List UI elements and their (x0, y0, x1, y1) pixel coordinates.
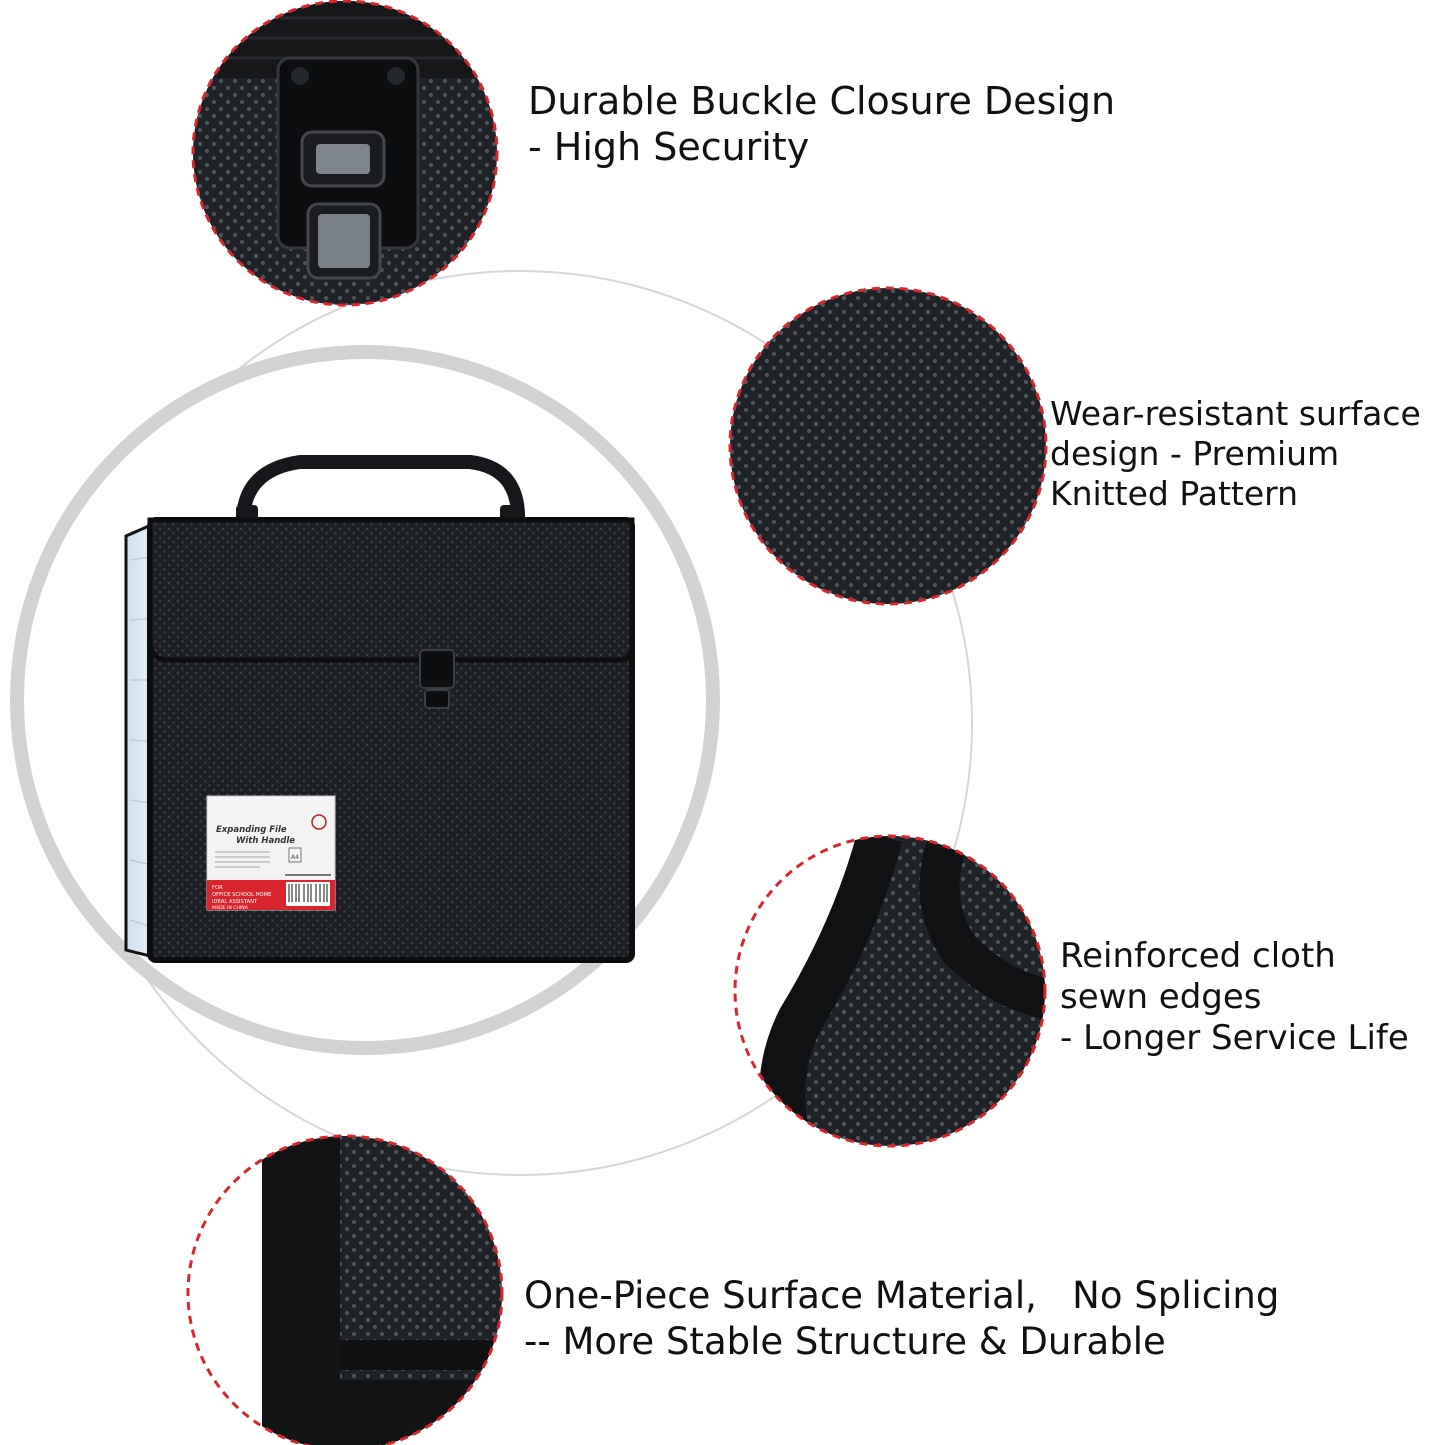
feature-edges-text: Reinforced cloth sewn edges - Longer Ser… (1060, 936, 1409, 1059)
feature-material-line1: One-Piece Surface Material, No Splicing (524, 1274, 1280, 1317)
label-title-line1: Expanding File (216, 825, 287, 835)
feature-material-line2: -- More Stable Structure & Durable (524, 1320, 1166, 1363)
label-title-line2: With Handle (236, 836, 295, 846)
main-buckle (419, 649, 455, 689)
detail-edges-closeup (733, 834, 1047, 1148)
label-footer-line3: IDEAL ASSISTANT (212, 899, 258, 905)
detail-material-closeup (186, 1134, 504, 1445)
label-made-in: MADE IN CHINA (212, 905, 249, 911)
expanding-file-product: Expanding File With Handle A4 FOR OFFICE… (124, 455, 635, 963)
file-flap (147, 517, 635, 663)
feature-surface-text: Wear-resistant surface design - Premium … (1050, 394, 1421, 514)
label-footer-line2: OFFICE SCHOOL HOME (212, 892, 271, 898)
feature-surface-line1: Wear-resistant surface (1050, 394, 1421, 433)
detail-buckle-closeup (191, 0, 499, 307)
feature-buckle-text: Durable Buckle Closure Design - High Sec… (528, 78, 1115, 170)
feature-surface-line3: Knitted Pattern (1050, 474, 1299, 513)
feature-edges-line2: sewn edges (1060, 977, 1262, 1017)
label-footer-line1: FOR (212, 885, 223, 891)
feature-surface-line2: design - Premium (1050, 434, 1340, 473)
feature-edges-line3: - Longer Service Life (1060, 1018, 1409, 1058)
product-label: Expanding File With Handle A4 FOR OFFICE… (206, 795, 336, 911)
feature-buckle-line2: - High Security (528, 125, 810, 169)
detail-surface-closeup (728, 286, 1048, 606)
feature-buckle-line1: Durable Buckle Closure Design (528, 79, 1116, 123)
feature-edges-line1: Reinforced cloth (1060, 936, 1336, 976)
handle (236, 455, 526, 529)
label-size: A4 (291, 854, 299, 861)
feature-material-text: One-Piece Surface Material, No Splicing … (524, 1273, 1279, 1365)
